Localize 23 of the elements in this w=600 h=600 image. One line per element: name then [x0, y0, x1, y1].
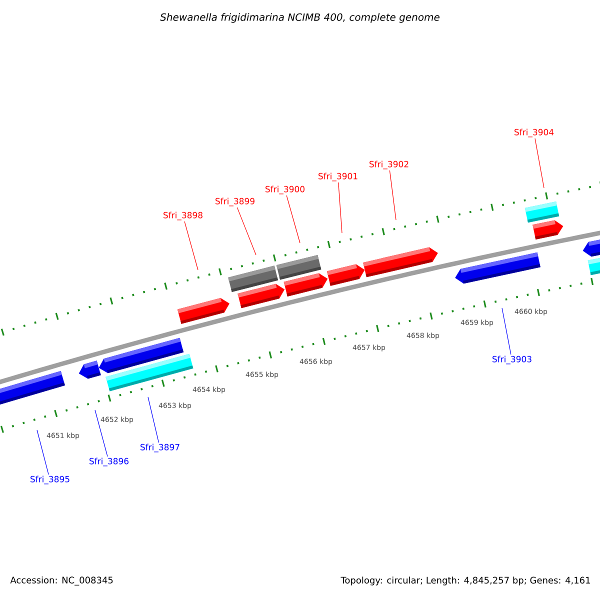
leader-line: [184, 221, 198, 270]
gene-label: Sfri_3897: [140, 444, 180, 452]
gene-label: Sfri_3898: [164, 212, 202, 220]
gene-label: Sfri_3904: [514, 128, 554, 138]
footer-text: Topology: circular; Length: 4,845,257 bp; Genes: 4,161: [340, 576, 590, 586]
footer-text: Accession: NC_008345: [10, 576, 113, 586]
leader-line: [36, 430, 49, 475]
leader-line: [338, 182, 342, 234]
leader-line: [534, 138, 544, 188]
leader-line: [389, 170, 396, 220]
leader-line: [286, 195, 300, 244]
gene-label: Sfri_3902: [370, 160, 408, 170]
leader-line: [502, 308, 512, 355]
title: Shewanella frigidimarina NCIMB 400, complete genome: [160, 13, 440, 23]
leader-line: [236, 207, 256, 256]
leader-line: [148, 396, 160, 443]
gene-label: Sfri_3895: [30, 476, 70, 484]
gene-label: Sfri_3899: [216, 198, 254, 206]
gene-label: Sfri_3901: [318, 172, 358, 182]
leader-line: [94, 410, 108, 457]
gene-label: Sfri_3903: [492, 356, 532, 364]
gene-label: Sfri_3900: [266, 186, 304, 194]
gene-label: Sfri_3896: [90, 458, 129, 466]
